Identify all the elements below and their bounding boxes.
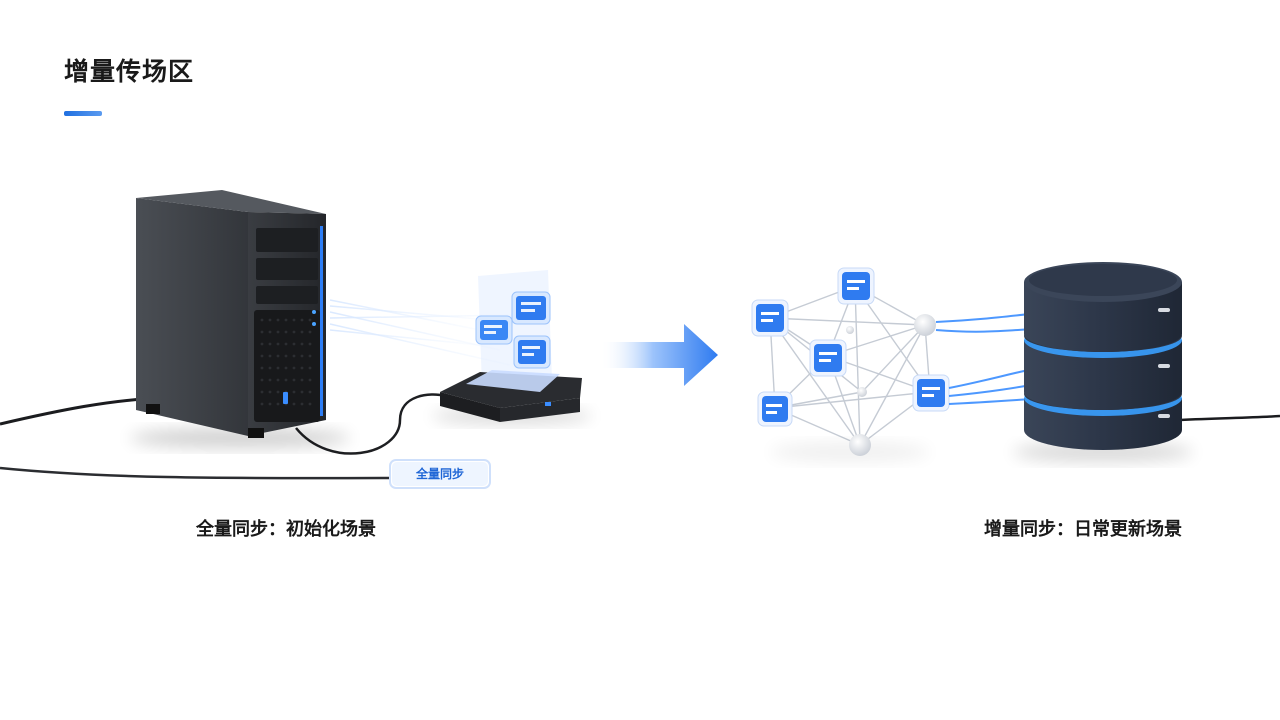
page-title: 增量传场区 (64, 57, 195, 86)
data-stream-lines (329, 299, 521, 366)
server-tower-icon (136, 190, 326, 438)
graph-node (849, 434, 871, 456)
graph-node (846, 326, 854, 334)
floating-data-card-icon (511, 291, 551, 325)
title-accent-bar (64, 111, 102, 116)
data-cable-lower (0, 466, 401, 480)
incremental-sync-caption: 增量同步：日常更新场景 (984, 519, 1182, 540)
full-sync-badge-label: 全量同步 (415, 466, 464, 481)
graph-card-node-icon (809, 339, 847, 377)
graph-card-node-icon (751, 299, 789, 337)
floating-data-card-icon (513, 335, 551, 369)
data-cable-box (295, 393, 446, 455)
floating-data-card-icon (475, 315, 513, 345)
database-cable (1179, 414, 1280, 422)
graph-node (857, 387, 867, 397)
graph-node (914, 314, 936, 336)
right-arrow-icon (600, 324, 718, 386)
graph-card-node-icon (912, 374, 950, 412)
full-sync-caption: 全量同步：初始化场景 (196, 519, 376, 540)
graph-card-node-icon (837, 267, 875, 305)
graph-card-node-icon (757, 391, 793, 427)
full-sync-badge: 全量同步 (389, 459, 491, 489)
network-box-icon (440, 370, 582, 422)
database-icon (1024, 262, 1182, 450)
network-graph (769, 285, 931, 446)
